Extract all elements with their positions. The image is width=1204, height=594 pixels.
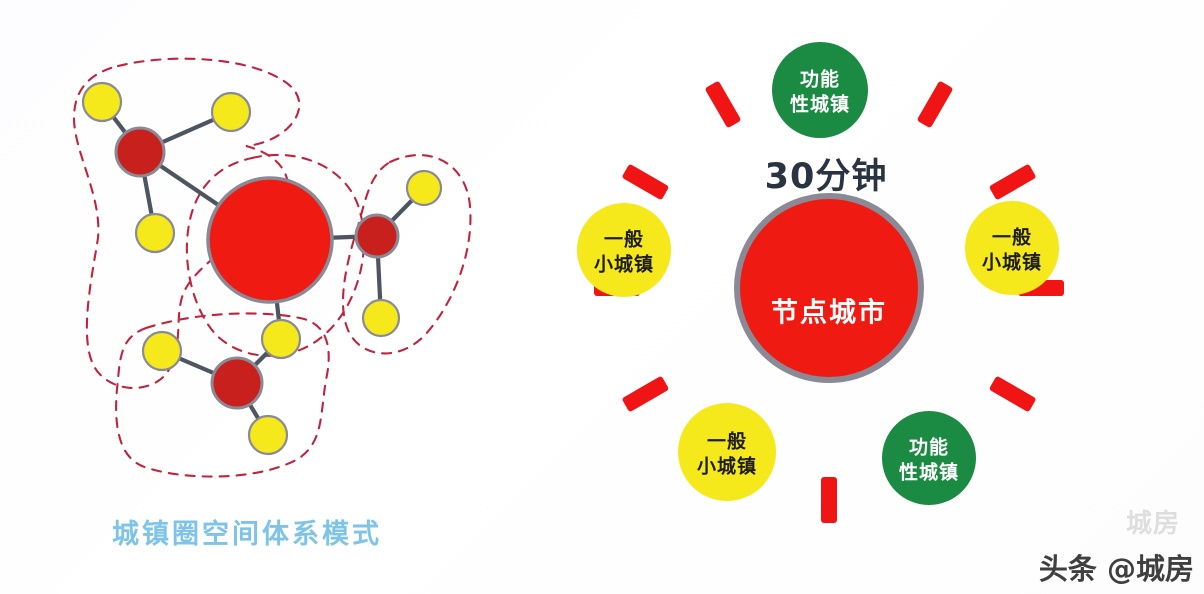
satellite-label-line1: 一般: [992, 226, 1032, 249]
node-city-node: [114, 126, 166, 178]
boundary-south: [115, 312, 330, 478]
ring-dash-segment: [917, 81, 953, 128]
ring-dash-segment: [989, 164, 1036, 200]
town-cluster-network-svg: [72, 57, 472, 478]
satellite-label-line1: 功能: [800, 68, 840, 91]
ring-dash-segment: [821, 477, 837, 523]
small-town-node: [141, 330, 183, 372]
small-town-node: [260, 318, 302, 360]
left-diagram-caption: 城镇圈空间体系模式: [112, 519, 382, 550]
satellite-label-line2: 小城镇: [982, 251, 1042, 274]
node-city-node: [354, 213, 400, 259]
node-city-node: [210, 356, 264, 410]
small-town-node: [134, 212, 176, 254]
satellite-label-line1: 一般: [604, 228, 644, 251]
satellite-label-line2: 小城镇: [697, 455, 757, 478]
small-town-circle[interactable]: [965, 201, 1059, 295]
ring-dash-segment: [989, 376, 1036, 412]
satellite-label-line2: 性城镇: [899, 461, 959, 484]
boundary-center: [185, 153, 365, 357]
functional-town-circle[interactable]: [882, 411, 976, 505]
satellite-label-line2: 性城镇: [790, 93, 850, 116]
satellite-label-line2: 小城镇: [594, 253, 654, 276]
ring-dash-segment: [622, 376, 669, 412]
small-town-node: [81, 81, 123, 123]
satellite-label-line1: 一般: [707, 430, 747, 453]
ring-dash-segment: [622, 164, 669, 200]
boundary-nw: [72, 57, 301, 389]
functional-town-circle[interactable]: [772, 42, 868, 138]
sub-hub-group: [114, 126, 400, 410]
thirty-minute-label: 30分钟: [765, 157, 888, 197]
left-diagram-panel: 城镇圈空间体系模式: [0, 0, 540, 594]
node-city-center-label: 节点城市: [771, 297, 887, 329]
small-town-circle[interactable]: [577, 203, 671, 297]
node-city-center-circle: [734, 193, 924, 383]
central-city-hub: [206, 176, 334, 304]
small-town-node: [210, 91, 252, 133]
small-town-node: [405, 169, 443, 207]
ring-dash-segment: [705, 81, 741, 128]
leaf-node-group: [81, 81, 443, 456]
satellite-label-line1: 功能: [909, 436, 949, 459]
small-town-node: [247, 414, 289, 456]
small-town-node: [361, 298, 401, 338]
small-town-circle[interactable]: [678, 403, 776, 501]
